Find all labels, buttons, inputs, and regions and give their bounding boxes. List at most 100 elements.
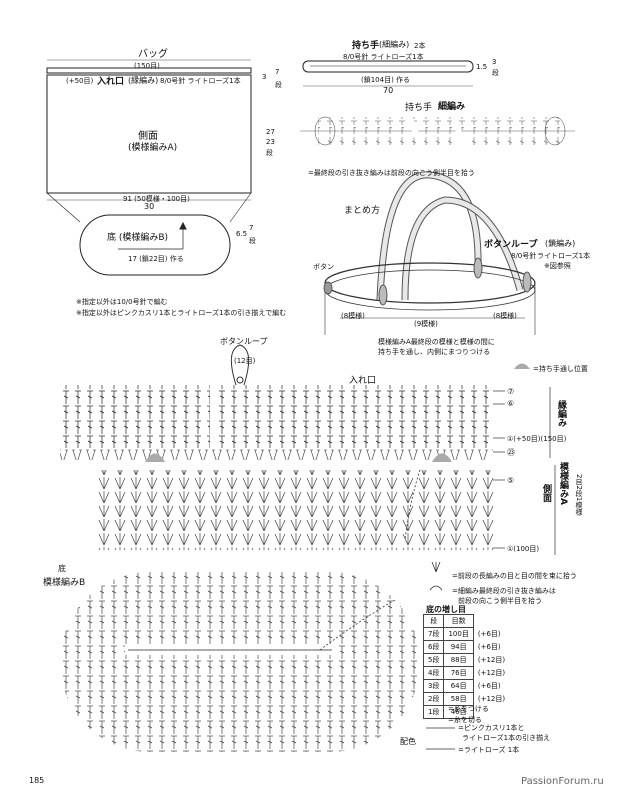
base-height-b: 7 [249, 224, 254, 232]
base-chart [60, 572, 420, 752]
table-row: 4段 76目 (+12目) [422, 666, 510, 680]
side-height-c: 段 [266, 149, 273, 157]
opening-add-count: (+50目) [66, 77, 94, 85]
bag-note-2: ※指定以外はピンクカスリ1本とライトローズ1本の引き揃えで編む [76, 309, 287, 317]
legend-cut: =糸を切る [448, 716, 482, 724]
bag-top-width: (150目) [134, 62, 160, 70]
legend-symbols [426, 363, 530, 750]
assembly-note-2: 持ち手を通し、内側にまつりつける [378, 348, 491, 356]
table-cell: 1段 [422, 705, 445, 719]
seg-left: (8模様) [341, 312, 365, 320]
pattern-a-label: 模様編みA [558, 462, 568, 505]
row6-label: ⑥ [507, 399, 515, 408]
color-label: 配色 [400, 737, 416, 746]
handle-schematic [302, 60, 474, 87]
increase-title: 底の増し目 [426, 605, 466, 614]
color-1b: ライトローズ1本の引き揃え [462, 734, 551, 742]
button-label: ボタン [313, 263, 334, 271]
row5-label: ⑤ [507, 476, 515, 485]
table-cell: (+12目) [477, 655, 506, 664]
base-chain: 17 (鎖22目) 作る [128, 255, 184, 263]
page-number: 185 [29, 776, 45, 785]
bag-title: バッグ [138, 49, 168, 60]
side-height-b: 23 [266, 138, 275, 146]
assembly-title: まとめ方 [344, 206, 381, 216]
handle-note: =最終段の引き抜き編みは前段の向こう側半目を拾う [308, 169, 475, 177]
base-height-c: 段 [249, 237, 256, 245]
handle-chart [300, 111, 575, 152]
row23-label: ㉓ [507, 448, 515, 457]
row1-side: ①(100目) [507, 545, 540, 553]
opening-label: 入れ口 [97, 77, 125, 87]
table-cell: 76目 [443, 666, 474, 680]
handle-title: 持ち手 [352, 41, 380, 51]
handle-chain: (鎖104目) 作る [361, 76, 411, 84]
side-height-a: 27 [266, 128, 275, 136]
table-row: 5段 88目 (+12目) [422, 653, 510, 667]
width-cm: 30 [144, 202, 155, 211]
side-pattern: (模様編みA) [128, 143, 178, 153]
handle-height-c: 段 [492, 69, 499, 77]
color-1a: =ピンクカスリ1本と [458, 724, 525, 732]
loop-yarn: ライトローズ1本 [537, 252, 591, 260]
side-chart-label: 側面 [541, 484, 551, 502]
legend-attach: =糸をつける [448, 705, 489, 713]
row-arrows [493, 387, 556, 555]
edging-label: 縁編み [556, 400, 566, 427]
loop-ref: ※図参照 [544, 262, 571, 270]
table-cell: 7段 [422, 627, 445, 641]
row7-label: ⑦ [507, 387, 515, 396]
chart-loop-count: (12目) [234, 357, 256, 365]
loop-title: ボタンループ [484, 240, 538, 250]
table-row: 1段 46目 [422, 705, 510, 719]
handle-needle: 8/0号針 ライトローズ1本 [343, 53, 424, 61]
table-row: 7段 100目 (+6目) [422, 627, 510, 641]
handle-title-stitch: (細編み) [379, 40, 410, 49]
handle-height-b: 3 [492, 58, 497, 66]
table-cell: 100目 [443, 627, 474, 641]
side-label: 側面 [138, 131, 158, 142]
table-row: 3段 64目 (+6目) [422, 679, 510, 693]
table-cell: 64目 [443, 679, 474, 693]
table-cell: (+12目) [477, 668, 506, 677]
watermark: PassionForum.ru [521, 776, 604, 787]
chart-opening: 入れ口 [349, 376, 377, 386]
bag-schematic [46, 59, 252, 276]
table-cell: (+6目) [477, 681, 501, 690]
seg-mid: (9模様) [414, 320, 438, 328]
height-top-c: 段 [275, 81, 282, 89]
table-cell: 4段 [422, 666, 445, 680]
handle-chart-stitch: 細編み [438, 102, 466, 112]
base-height-a: 6.5 [236, 230, 248, 238]
handle-chart-title: 持ち手 [405, 103, 433, 113]
base-chart-title: 底 [58, 564, 66, 573]
base-label: 底 (模様編みB) [107, 233, 169, 243]
height-top-a: 3 [262, 73, 267, 81]
legend-2b: 前段の向こう側半目を拾う [458, 597, 542, 605]
table-cell: (+6目) [477, 642, 501, 651]
repeat-note: 2目2段1模様 [575, 474, 583, 516]
table-cell: 6段 [422, 640, 445, 654]
chart-button-loop: ボタンループ [220, 337, 268, 346]
loop-needle: 8/0号針 [511, 252, 537, 260]
seg-right: (8模様) [493, 312, 517, 320]
assembly-drawing [323, 171, 536, 335]
opening-stitch: (縁編み) [128, 76, 159, 85]
bottom-stitches: 91 (50模様・100目) [123, 195, 190, 203]
table-header-blank [473, 615, 509, 628]
opening-note: 8/0号針 ライトローズ1本 [160, 77, 241, 85]
pattern-b-label: 模様編みB [43, 578, 86, 588]
table-cell: 5段 [422, 653, 445, 667]
handle-height-a: 1.5 [476, 63, 488, 71]
table-header-row: 段 [422, 614, 445, 628]
table-cell: 46目 [443, 705, 474, 719]
loop-stitch: (鎖編み) [545, 239, 576, 248]
legend-1: =前段の長編みの目と目の間を束に拾う [452, 572, 577, 580]
height-top-b: 7 [275, 68, 280, 76]
edging-chart [60, 344, 493, 462]
table-cell: 88目 [443, 653, 474, 667]
table-cell: 3段 [422, 679, 445, 693]
table-cell: (+6目) [477, 629, 501, 638]
increase-table-header: 段 目数 [422, 614, 510, 628]
